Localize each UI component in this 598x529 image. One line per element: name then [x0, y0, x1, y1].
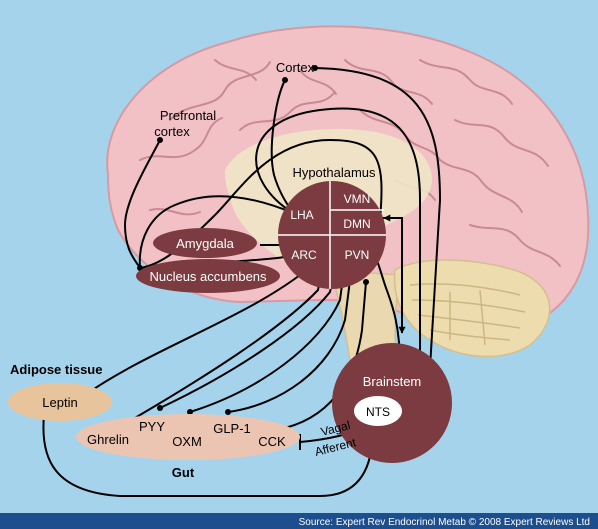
brainstem-label: Brainstem: [363, 374, 422, 389]
pvn-label: PVN: [345, 248, 370, 262]
oxm-label: OXM: [172, 434, 202, 449]
pyy-label: PYY: [139, 419, 165, 434]
source-credit: Source: Expert Rev Endocrinol Metab © 20…: [299, 517, 590, 528]
gut-label: Gut: [172, 465, 195, 480]
leptin-nts-line: [41, 412, 375, 497]
nucleus-accumbens-node: [136, 259, 280, 293]
connections: [41, 65, 442, 497]
prefrontal-label-line1: Prefrontal: [160, 108, 216, 123]
gut-node: [76, 414, 300, 460]
nucleus-accumbens-label: Nucleus accumbens: [149, 269, 267, 284]
leptin-label: Leptin: [42, 395, 77, 410]
hypothalamus-brainstem-line-a: [255, 107, 423, 368]
prefrontal-accumbens-line: [123, 137, 163, 271]
cortex-label: Cortex: [276, 60, 315, 75]
leptin-node: [8, 383, 112, 421]
vagal-label: Vagal: [319, 418, 351, 439]
dmn-label: DMN: [343, 217, 370, 231]
vmn-label: VMN: [344, 192, 371, 206]
ghrelin-label: Ghrelin: [87, 432, 129, 447]
adipose-tissue-label: Adipose tissue: [10, 362, 102, 377]
arc-label: ARC: [291, 248, 317, 262]
glp1-label: GLP-1: [213, 421, 251, 436]
nts-label: NTS: [366, 405, 390, 419]
lha-accumbens-line: [138, 195, 294, 269]
hypothalamus-label: Hypothalamus: [292, 165, 376, 180]
amygdala-node: [153, 228, 257, 258]
amygdala-label: Amygdala: [176, 236, 235, 251]
prefrontal-label-line2: cortex: [154, 124, 190, 139]
hypothalamus-node: LHA VMN DMN ARC PVN: [278, 181, 386, 289]
cortex-lha-line: [270, 77, 296, 216]
brainstem-node: Brainstem NTS: [332, 343, 452, 463]
lha-label: LHA: [290, 208, 313, 222]
cck-label: CCK: [258, 434, 286, 449]
footer-bar: [0, 513, 598, 529]
nts-node: [354, 396, 402, 426]
cortex-brainstem-line: [312, 65, 442, 371]
